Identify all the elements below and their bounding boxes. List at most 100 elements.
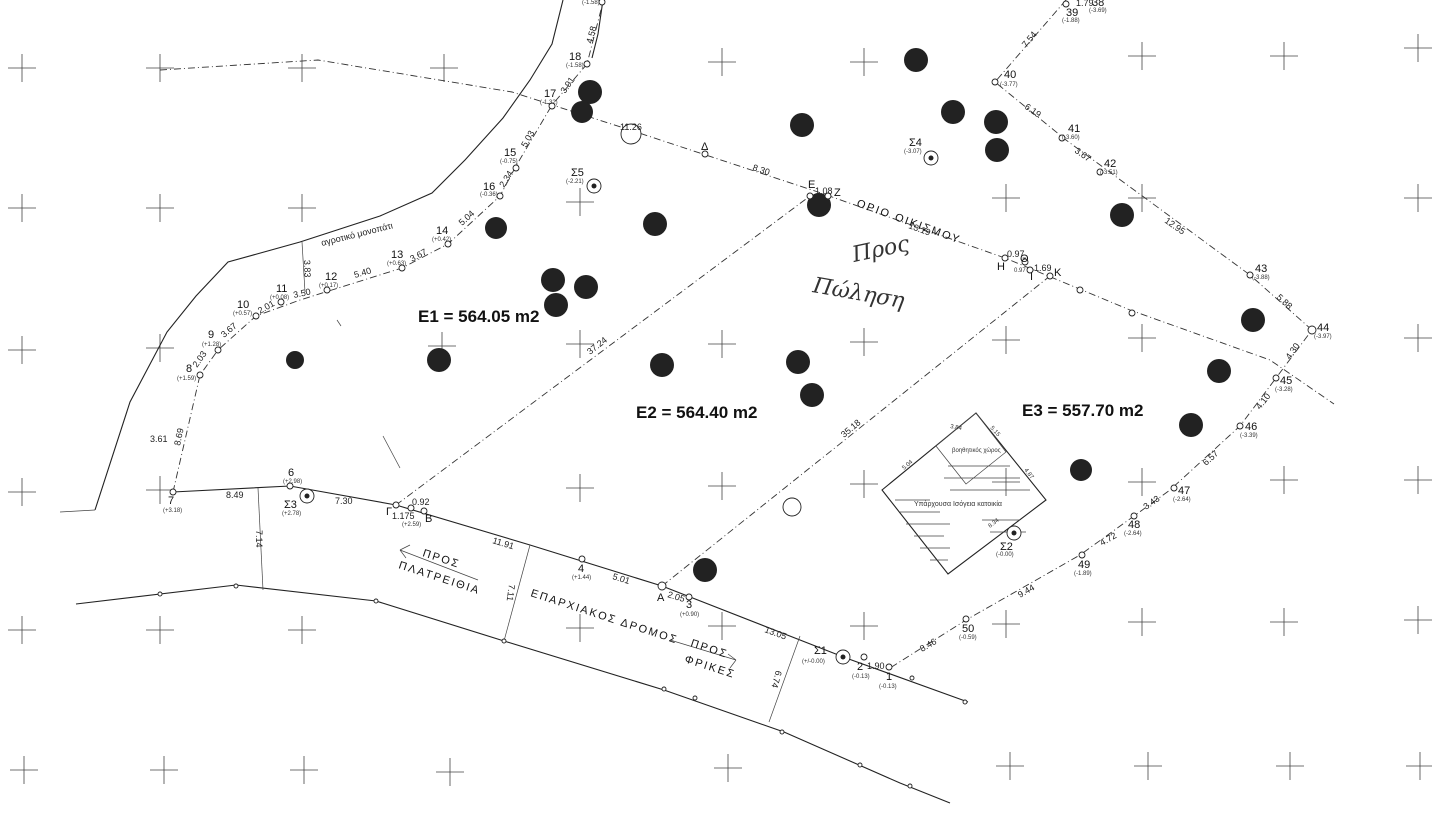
dimension-label: 7.11 (505, 584, 517, 602)
point-elevation: (-1.58) (566, 63, 584, 69)
dimension-label: 9.44 (1016, 582, 1036, 599)
dimension-label: 5.04 (457, 208, 477, 227)
point-label: 39 (1066, 7, 1078, 19)
dimension-label: 8.30 (751, 162, 771, 177)
dimension-label: 37.24 (585, 335, 609, 357)
point-elevation: (+1.28) (202, 342, 221, 348)
corner-label: B (425, 513, 432, 525)
point-elevation: (-0.13) (879, 684, 897, 690)
point-label: 11 (276, 283, 287, 295)
direction-arrows (399, 544, 737, 669)
point-elevation: (+0.17) (319, 283, 338, 289)
corner-label: Z (834, 187, 841, 199)
point-label: 10 (237, 299, 249, 311)
point-elevation: (+3.18) (163, 508, 182, 514)
dimension-label: 3.67 (1073, 145, 1093, 163)
point-label: 40 (1004, 69, 1016, 81)
point-label: 50 (962, 623, 974, 635)
dimension-label: 3.91 (558, 75, 576, 95)
point-label: 42 (1104, 158, 1116, 170)
dimension-label: 3.83 (302, 260, 313, 278)
building-dimension: 3.84 (950, 424, 963, 432)
handwritten-note-2: Πώληση (810, 273, 906, 314)
dimension-label: 3.43 (1141, 493, 1161, 511)
dimension-label: 1.90 (867, 661, 885, 671)
point-elevation: (-3.77) (1000, 82, 1018, 88)
point-elevation: (+0.90) (680, 612, 699, 618)
point-label: 8 (186, 363, 192, 375)
point-label: 47 (1178, 485, 1190, 497)
dimension-label: 8.69 (172, 427, 185, 446)
point-label: 7 (168, 495, 174, 507)
point-label: 3 (686, 599, 692, 611)
dimension-label: 8.49 (226, 490, 244, 500)
point-label: 1 (886, 671, 892, 683)
dimension-label: 13.05 (763, 624, 788, 641)
dimension-label: 7.14 (254, 530, 264, 548)
point-elevation: (-0.13) (852, 674, 870, 680)
dimension-label: 2.05 (666, 589, 686, 604)
point-label: 4 (578, 563, 584, 575)
station-elevation: (+/-0.00) (802, 659, 825, 665)
station-label: Σ1 (814, 645, 827, 657)
existing-building (881, 412, 1047, 575)
dimension-label: 4.72 (1098, 530, 1118, 547)
dimension-label: 5.88 (1275, 292, 1295, 311)
point-elevation: (-2.64) (1124, 531, 1142, 537)
dimension-label: 6.57 (1201, 448, 1221, 467)
dimension-label: 6.19 (1023, 101, 1043, 119)
dimension-label: 3.50 (292, 287, 311, 300)
point-elevation: (-3.51) (1100, 170, 1118, 176)
dimension-label: 5.40 (353, 265, 373, 279)
point-label: 43 (1255, 263, 1267, 275)
point-elevation: (+0.57) (233, 311, 252, 317)
dimension-label: 0.92 (412, 497, 430, 507)
point-elevation: (-2.64) (1173, 497, 1191, 503)
station-label: Σ4 (909, 137, 922, 149)
dimension-label: 8.46 (918, 636, 938, 653)
point-elevation: (-3.69) (1089, 8, 1107, 14)
corner-label: Γ (386, 506, 392, 518)
point-elevation: (-3.39) (1240, 433, 1258, 439)
point-elevation: (+1.44) (572, 575, 591, 581)
dimension-label: 1.175 (392, 511, 415, 521)
point-label: 17 (544, 88, 556, 100)
dimension-label: 3.67 (219, 321, 239, 340)
station-label: Σ3 (284, 499, 297, 511)
corner-label: H (997, 261, 1005, 273)
point-label: 48 (1128, 519, 1140, 531)
building-label: Υπάρχουσα Ισόγεια κατοικία (914, 500, 1002, 508)
corner-elevation: (+2.59) (402, 522, 421, 528)
dimension-label: 3.67 (408, 247, 428, 264)
point-label: 41 (1068, 123, 1080, 135)
dimension-label: 1.69 (1034, 263, 1052, 273)
point-elevation: (-1.88) (1062, 18, 1080, 24)
point-elevation: (-3.28) (1275, 387, 1293, 393)
station-label: Σ2 (1000, 541, 1013, 553)
corner-label: Θ (1020, 253, 1029, 265)
point-label: 18 (569, 51, 581, 63)
point-elevation: (-0.59) (959, 635, 977, 641)
dimension-label: 2.34 (497, 169, 515, 189)
point-elevation: (-3.97) (1314, 334, 1332, 340)
corner-label: A (657, 592, 665, 604)
station-label: Σ5 (571, 167, 584, 179)
corner-label: E (808, 179, 815, 191)
point-label: 9 (208, 329, 214, 341)
dimension-label: 12.95 (1163, 215, 1187, 236)
point-elevation: (+0.08) (270, 295, 289, 301)
point-label: 12 (325, 271, 337, 283)
dimension-label: 6.74 (770, 669, 784, 689)
dimension-label: 4.58 (584, 25, 598, 45)
point-label: 49 (1078, 559, 1090, 571)
dimension-label: 5.01 (611, 571, 631, 586)
auxiliary-label: βοηθητικός χώρος (952, 447, 1001, 454)
dimension-label: 5.03 (519, 129, 536, 149)
corner-label: Δ (701, 141, 709, 153)
point-elevation: (-3.60) (1062, 135, 1080, 141)
boundary-lines (159, 0, 1335, 669)
dimension-label: 7.30 (335, 496, 353, 506)
point-label: 14 (436, 225, 448, 237)
dimension-labels: 8.49 7.30 0.92 1.175 11.91 5.01 2.05 13.… (150, 0, 1302, 689)
